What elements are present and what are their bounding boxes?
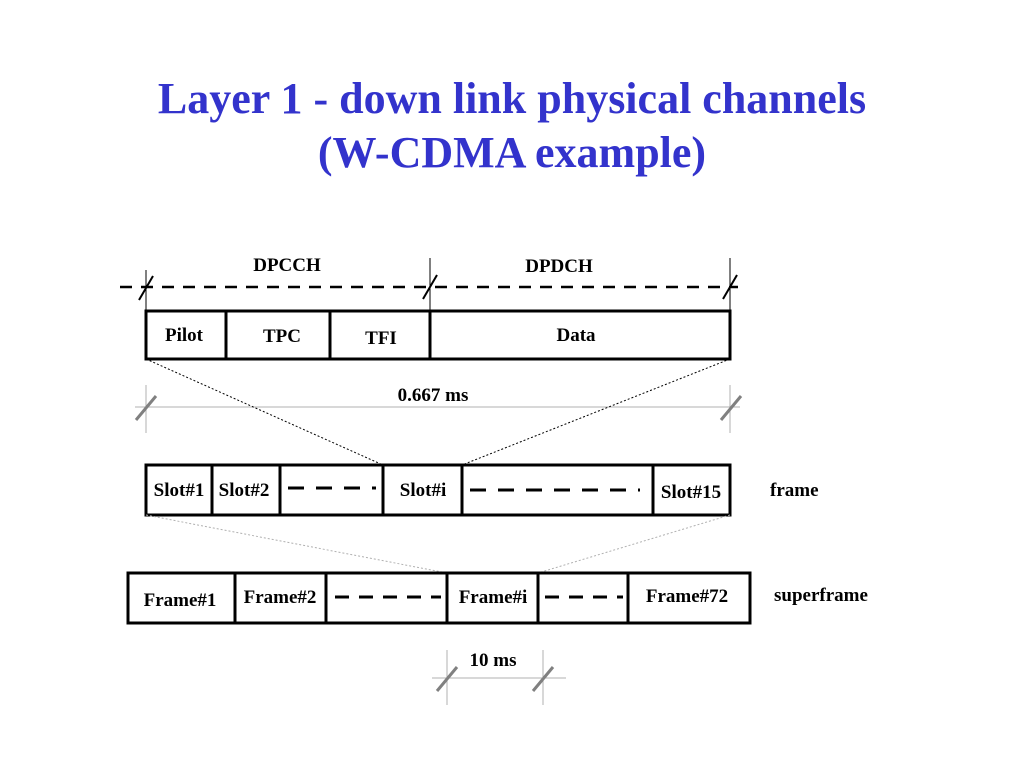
slot-fields-box xyxy=(144,309,732,361)
frame-duration-left-slash xyxy=(435,666,459,692)
pilot-field-label: Pilot xyxy=(165,325,204,346)
slot-duration-right-slash xyxy=(719,395,743,421)
zoom-line-right-lower xyxy=(537,514,731,574)
frame-duration-right-slash xyxy=(531,666,555,692)
slot-1-label: Slot#1 xyxy=(154,480,205,501)
slot-duration-label: 0.667 ms xyxy=(398,385,469,406)
zoom-line-left-lower xyxy=(145,514,448,574)
zoom-line-left-upper xyxy=(145,358,384,466)
data-field-label: Data xyxy=(556,325,596,346)
slot-15-label: Slot#15 xyxy=(661,482,721,503)
frame-label: frame xyxy=(770,480,819,501)
frame-2-label: Frame#2 xyxy=(244,587,317,608)
frame-i-label: Frame#i xyxy=(459,587,528,608)
frame-1-label: Frame#1 xyxy=(144,590,217,611)
frame-duration-label: 10 ms xyxy=(470,650,517,671)
zoom-line-right-upper xyxy=(461,358,731,466)
title-line-2: (W-CDMA example) xyxy=(317,128,707,177)
tfi-field-label: TFI xyxy=(365,328,397,349)
title-line-1: Layer 1 - down link physical channels xyxy=(157,74,867,123)
dpdch-right-slash xyxy=(722,274,738,300)
slot-i-label: Slot#i xyxy=(400,480,446,501)
dpdch-label: DPDCH xyxy=(525,256,593,277)
dpcch-label: DPCCH xyxy=(253,255,321,276)
dpcch-dpdch-slash xyxy=(422,274,438,300)
dpcch-left-slash xyxy=(138,275,154,301)
frame-72-label: Frame#72 xyxy=(646,586,728,607)
tpc-field-label: TPC xyxy=(263,326,301,347)
frame-box xyxy=(144,463,732,517)
slide-title: Layer 1 - down link physical channels (W… xyxy=(0,72,1024,180)
superframe-box xyxy=(126,571,752,625)
slot-2-label: Slot#2 xyxy=(219,480,270,501)
superframe-label: superframe xyxy=(774,585,868,606)
slot-duration-left-slash xyxy=(134,395,158,421)
